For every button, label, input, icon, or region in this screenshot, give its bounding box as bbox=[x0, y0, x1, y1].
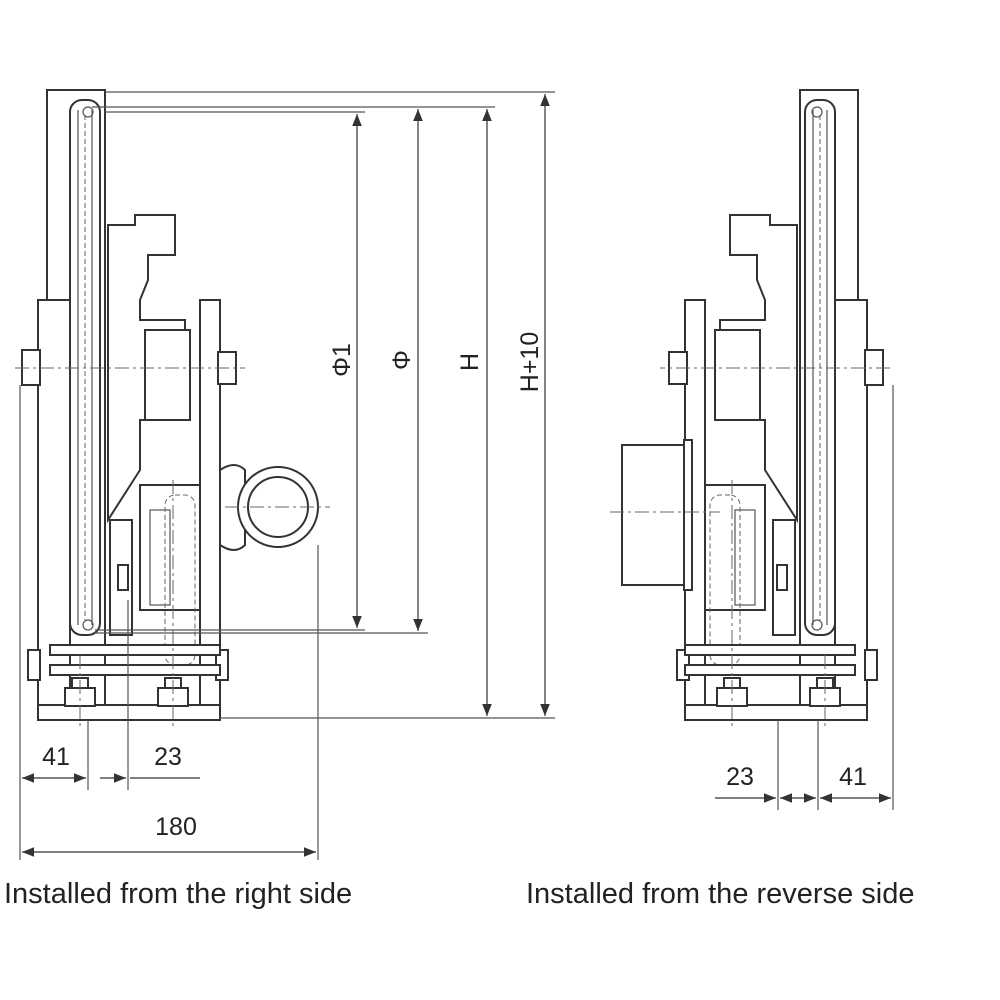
dim-left-23-label: 23 bbox=[154, 743, 182, 771]
left-view-drawing bbox=[14, 89, 555, 860]
dim-h-plus-10-label: H+10 bbox=[516, 332, 544, 392]
caption-right: Installed from the reverse side bbox=[526, 878, 915, 910]
right-view-drawing bbox=[610, 89, 894, 810]
dim-left-180-label: 180 bbox=[155, 813, 197, 841]
caption-left: Installed from the right side bbox=[4, 878, 353, 910]
dim-h-label: H bbox=[456, 353, 484, 371]
dim-phi1-label: Φ1 bbox=[328, 343, 356, 377]
dim-right-41-label: 41 bbox=[839, 763, 867, 791]
dim-right-23-label: 23 bbox=[726, 763, 754, 791]
dim-phi-label: Φ bbox=[388, 350, 416, 370]
dim-left-41-label: 41 bbox=[42, 743, 70, 771]
